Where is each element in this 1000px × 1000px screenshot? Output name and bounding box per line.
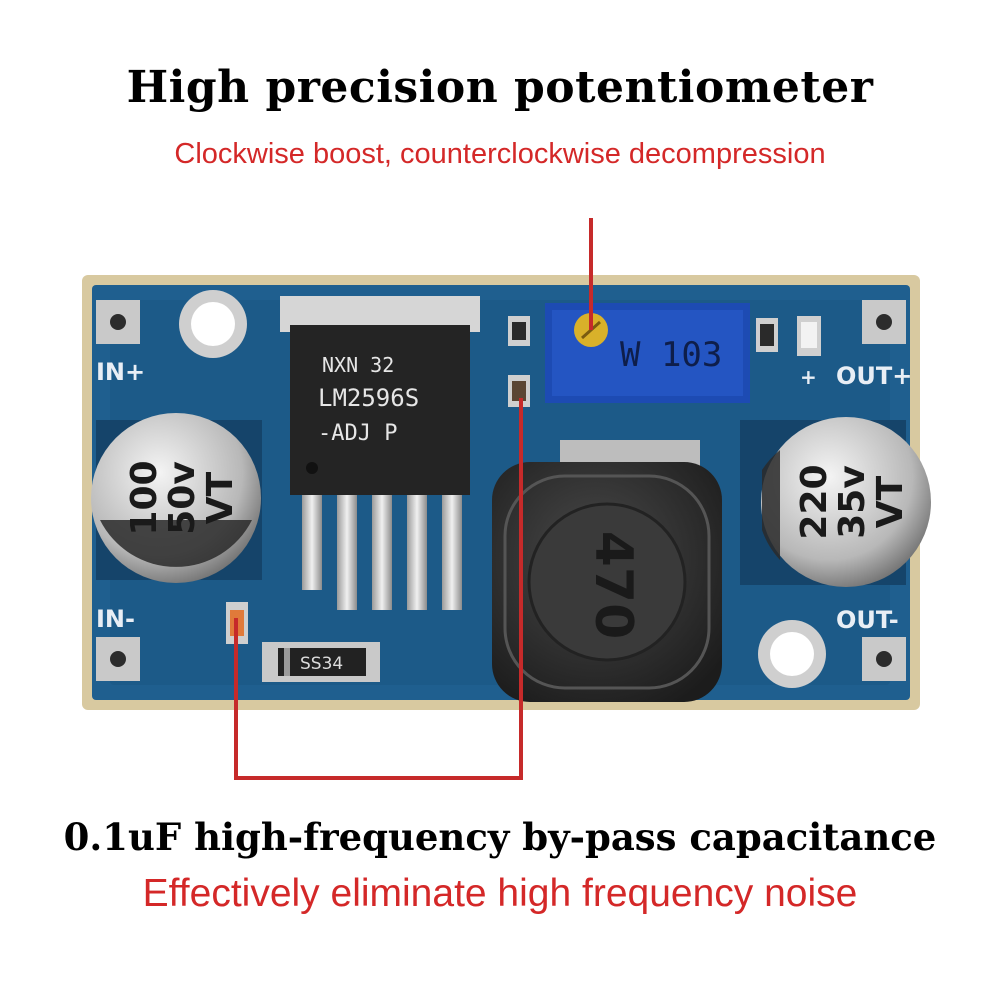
potentiometer-heading: High precision potentiometer [126, 62, 874, 113]
regulator-chip [280, 296, 480, 610]
bypass-subheading: Effectively eliminate high frequency noi… [142, 872, 858, 915]
input-capacitor [91, 413, 262, 583]
bypass-callout-line [234, 398, 523, 780]
chip-marking-line3: -ADJ P [318, 421, 397, 446]
out-minus-label: OUT- [836, 606, 899, 634]
mounting-holes [179, 290, 826, 688]
in-minus-label: IN- [96, 605, 135, 633]
out-plus-label: OUT+ [836, 362, 912, 390]
bypass-heading: 0.1uF high-frequency by-pass capacitance [63, 815, 937, 859]
chip-marking-line1: NXN 32 [322, 353, 394, 377]
diode [262, 642, 380, 682]
led-plus-label: + [800, 365, 817, 389]
corner-pads [96, 300, 906, 681]
output-cap-voltage: 35v [832, 465, 873, 539]
output-cap-brand: VT [870, 475, 911, 528]
potentiometer-label: W 103 [620, 335, 722, 375]
input-cap-value: 100 [124, 460, 165, 535]
in-plus-label: IN+ [96, 358, 145, 386]
output-cap-value: 220 [794, 464, 835, 539]
inductor-label: 470 [583, 531, 643, 640]
diode-label: SS34 [300, 654, 343, 674]
output-capacitor [740, 417, 931, 587]
inductor [492, 440, 722, 702]
potentiometer [545, 303, 750, 403]
input-cap-brand: VT [200, 471, 241, 524]
input-cap-voltage: 50v [162, 461, 203, 535]
chip-marking-line2: LM2596S [318, 384, 419, 412]
potentiometer-subheading: Clockwise boost, counterclockwise decomp… [174, 138, 826, 170]
